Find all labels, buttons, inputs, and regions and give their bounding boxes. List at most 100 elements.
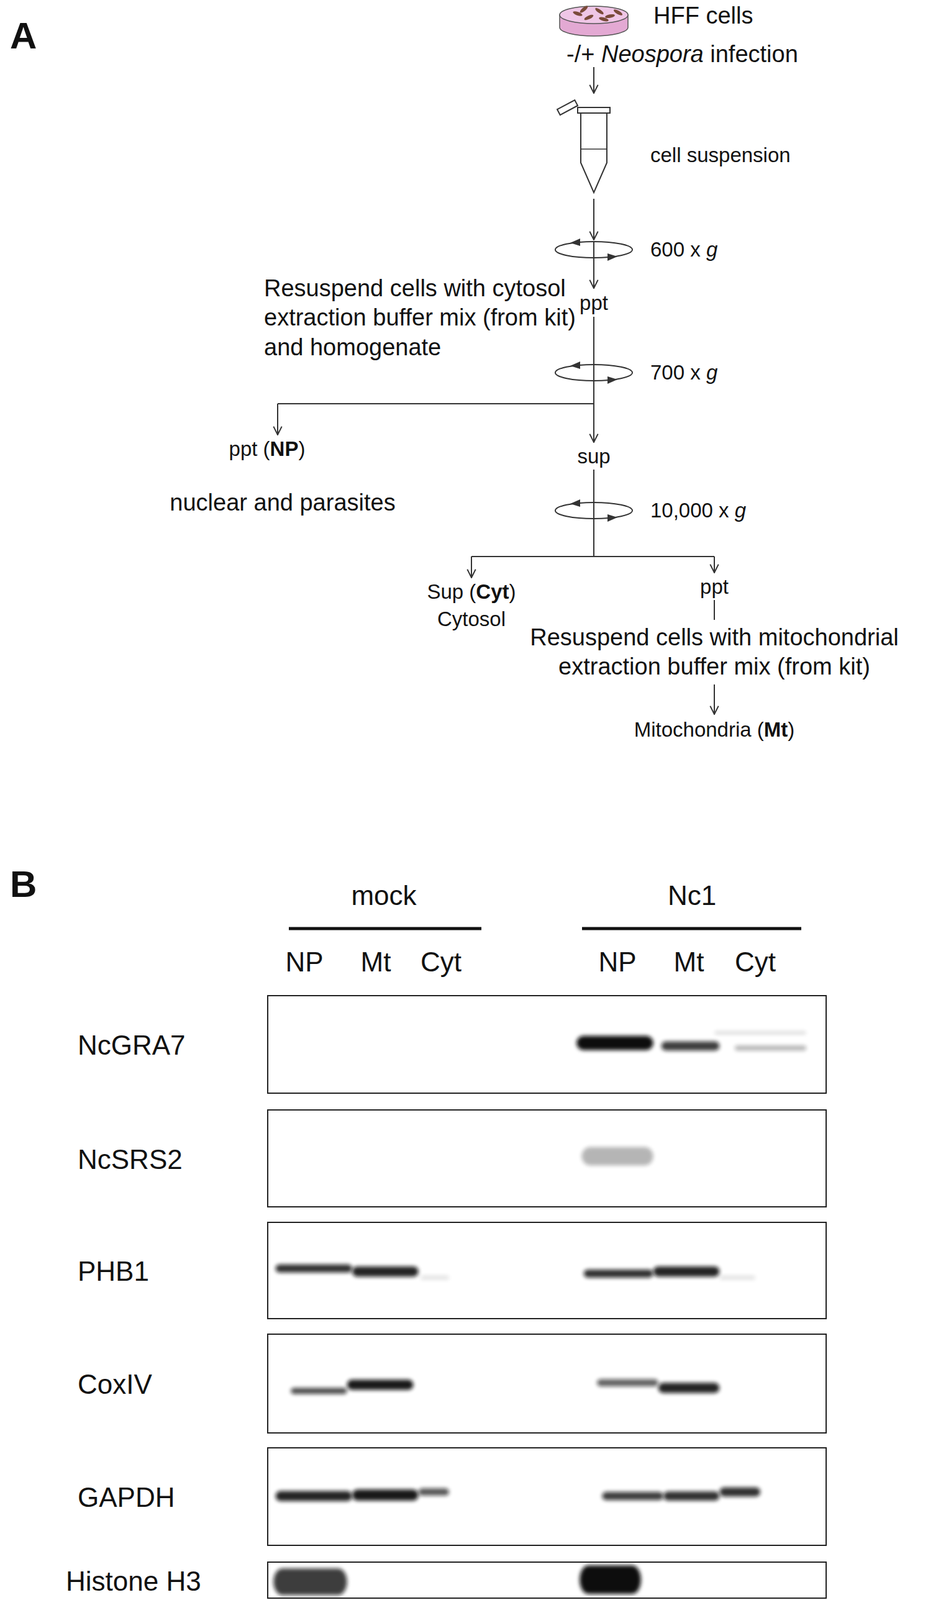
- fraction-note: Cytosol: [437, 606, 506, 632]
- blot-band: [583, 1269, 654, 1278]
- rotation-arrow: [570, 361, 581, 369]
- centrifuge-symbol: [555, 238, 633, 261]
- rotation-arrow: [570, 499, 581, 507]
- rotor-ring: [555, 241, 633, 258]
- blot-band: [576, 1036, 653, 1051]
- flow-arrow: [593, 469, 595, 511]
- group-bar: [582, 927, 802, 931]
- flow-arrow: [593, 372, 595, 404]
- blot-graphics: [273, 928, 807, 1596]
- tube-rim: [577, 107, 610, 114]
- lane-label: Cyt: [734, 944, 776, 979]
- step-label: HFF cells: [653, 1, 753, 32]
- centrifuge-speed: 600 x g: [650, 236, 718, 263]
- flow-arrow: [593, 403, 595, 443]
- host-cell: [613, 8, 624, 17]
- blot-band: [352, 1489, 419, 1501]
- fraction-label: sup: [577, 443, 610, 469]
- panel-letter: A: [9, 12, 37, 60]
- italic-term: g: [706, 237, 718, 261]
- lane-label: Mt: [360, 944, 392, 979]
- tube-lid: [557, 100, 578, 115]
- rotation-arrow: [570, 238, 581, 246]
- rotation-arrow: [607, 514, 618, 522]
- blot-band: [275, 1490, 353, 1501]
- bold-abbrev: Cyt: [475, 580, 509, 604]
- lane-label: NP: [598, 944, 637, 979]
- italic-term: g: [734, 498, 747, 522]
- lane-label: NP: [285, 944, 323, 979]
- blot-band: [418, 1488, 450, 1496]
- blot-band: [275, 1264, 353, 1273]
- blot-band: [663, 1491, 720, 1501]
- host-cell: [583, 13, 595, 22]
- blot-band: [582, 1147, 654, 1166]
- flow-arrow: [713, 684, 715, 715]
- flow-arrow: [277, 403, 279, 435]
- blot-band: [658, 1382, 720, 1393]
- blot-panel: GAPDH: [267, 1447, 827, 1547]
- host-cell: [598, 16, 610, 23]
- protein-label: GAPDH: [77, 1481, 175, 1515]
- flow-arrow: [593, 241, 595, 258]
- rotation-arrow: [607, 376, 618, 384]
- blot-band: [579, 1565, 642, 1594]
- blot-band: [290, 1387, 347, 1394]
- blot-band: [714, 1031, 807, 1035]
- centrifuge-speed: 10,000 x g: [650, 497, 747, 524]
- blot-band: [347, 1379, 414, 1390]
- fraction-label: Sup (Cyt): [426, 578, 516, 605]
- fraction-label: ppt (NP): [229, 436, 306, 462]
- blot-panel: Histone H3: [267, 1561, 827, 1599]
- fraction-note: nuclear and parasites: [169, 488, 396, 519]
- lane-label: Cyt: [420, 944, 462, 979]
- blot-panel: NcSRS2: [267, 1109, 827, 1208]
- italic-term: g: [706, 360, 718, 384]
- blot-band: [719, 1487, 761, 1497]
- flow-arrow: [471, 555, 715, 558]
- blot-band: [719, 1275, 756, 1281]
- blot-band: [601, 1492, 664, 1501]
- fraction-label: ppt: [700, 573, 729, 600]
- group-label: mock: [350, 878, 417, 913]
- flow-arrow: [713, 556, 715, 573]
- flow-arrow: [593, 316, 595, 373]
- step-note: Resuspend cells with mitochondrial extra…: [509, 623, 920, 683]
- blot-panel: NcGRA7: [267, 995, 827, 1094]
- blot-band: [273, 1568, 347, 1596]
- italic-term: Neospora: [601, 40, 704, 68]
- flow-arrow: [593, 510, 595, 557]
- microtube: [557, 100, 610, 193]
- group-bar: [288, 927, 482, 931]
- blot-panel: CoxIV: [267, 1333, 827, 1434]
- blot-band: [734, 1045, 807, 1051]
- blot-band: [352, 1266, 419, 1277]
- host-cell: [594, 6, 605, 16]
- blot-band: [596, 1379, 659, 1388]
- bold-abbrev: Mt: [764, 718, 788, 742]
- step-label: cell suspension: [650, 142, 791, 168]
- blot-band: [653, 1266, 720, 1277]
- lane-label: Mt: [673, 944, 705, 979]
- protein-label: NcGRA7: [77, 1029, 186, 1063]
- flow-arrow: [277, 403, 594, 405]
- flow-arrow: [593, 257, 595, 289]
- bold-abbrev: NP: [270, 437, 299, 461]
- fraction-label: Mitochondria (Mt): [634, 716, 796, 743]
- tube-body: [580, 113, 607, 193]
- blot-band: [661, 1041, 720, 1051]
- rotation-arrow: [607, 253, 618, 261]
- group-label: Nc1: [667, 878, 717, 913]
- blot-panel: PHB1: [267, 1221, 827, 1320]
- host-cell: [578, 4, 589, 15]
- culture-dish: [559, 4, 628, 37]
- blot-band: [420, 1275, 450, 1281]
- protein-label: Histone H3: [65, 1565, 202, 1599]
- step-label: -/+ Neospora infection: [566, 39, 799, 70]
- flow-arrow: [593, 67, 595, 94]
- liquid-level: [580, 148, 607, 150]
- panel-letter: B: [9, 860, 37, 908]
- flow-arrow: [713, 600, 715, 620]
- protein-label: NcSRS2: [77, 1143, 183, 1177]
